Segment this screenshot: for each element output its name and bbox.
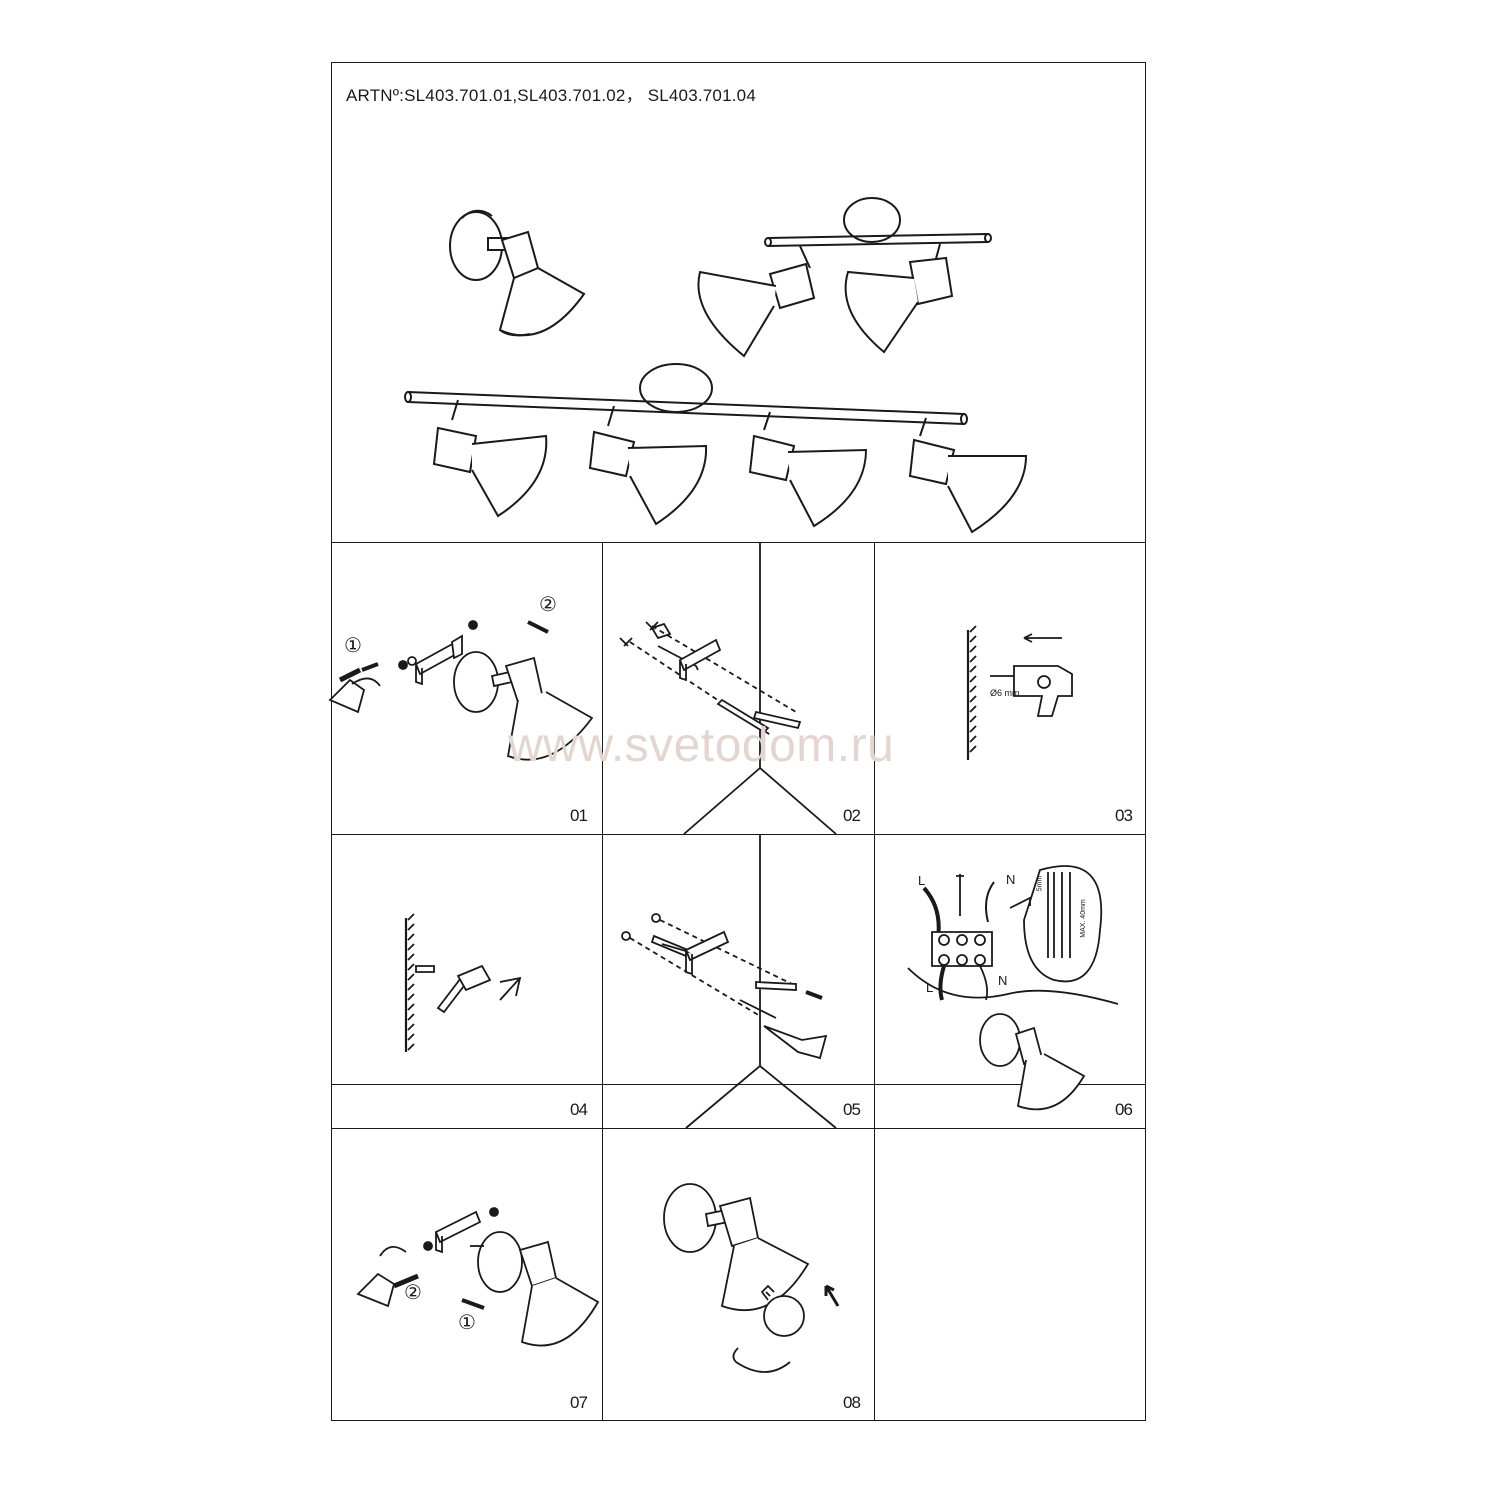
wire-label-l-top: L xyxy=(918,873,926,888)
step06-drawing xyxy=(907,865,1119,1111)
step03-drawing xyxy=(966,625,1073,760)
wire-label-n-top: N xyxy=(1006,872,1016,887)
step-number-07: 07 xyxy=(570,1393,588,1412)
max-length-label: MAX. 40mm xyxy=(1079,899,1087,938)
single-spotlight-drawing xyxy=(449,209,586,337)
product-overview-illustration xyxy=(404,197,1028,534)
drill-size-label: Ø6 mm xyxy=(990,688,1020,698)
step01-marker-2: ② xyxy=(539,594,557,616)
step02-drawing xyxy=(619,542,837,835)
step04-drawing xyxy=(404,913,522,1052)
step-number-08: 08 xyxy=(843,1393,861,1412)
step-number-02: 02 xyxy=(843,806,861,825)
step07-marker-1: ① xyxy=(458,1312,476,1334)
step05-drawing xyxy=(621,834,837,1129)
strip-length-label: 5mm xyxy=(1036,875,1044,892)
step-number-04: 04 xyxy=(570,1100,588,1119)
step08-drawing xyxy=(663,1183,840,1373)
watermark: www.svetodom.ru xyxy=(508,719,895,772)
step-number-05: 05 xyxy=(843,1100,861,1119)
double-spotlight-drawing xyxy=(697,197,992,358)
step07-drawing xyxy=(356,1207,600,1347)
step-number-03: 03 xyxy=(1115,806,1133,825)
quad-spotlight-drawing xyxy=(404,363,1028,534)
step01-drawing xyxy=(328,620,594,761)
article-number-title: ARTNº:SL403.701.01,SL403.701.02， SL403.7… xyxy=(346,86,756,105)
wire-label-l-bottom: L xyxy=(926,980,934,995)
step01-marker-1: ① xyxy=(344,635,362,657)
step-number-06: 06 xyxy=(1115,1100,1133,1119)
step-number-01: 01 xyxy=(570,806,588,825)
step07-marker-2: ② xyxy=(404,1282,422,1304)
wire-label-n-bottom: N xyxy=(998,973,1008,988)
step-panel-empty xyxy=(874,1128,1146,1421)
